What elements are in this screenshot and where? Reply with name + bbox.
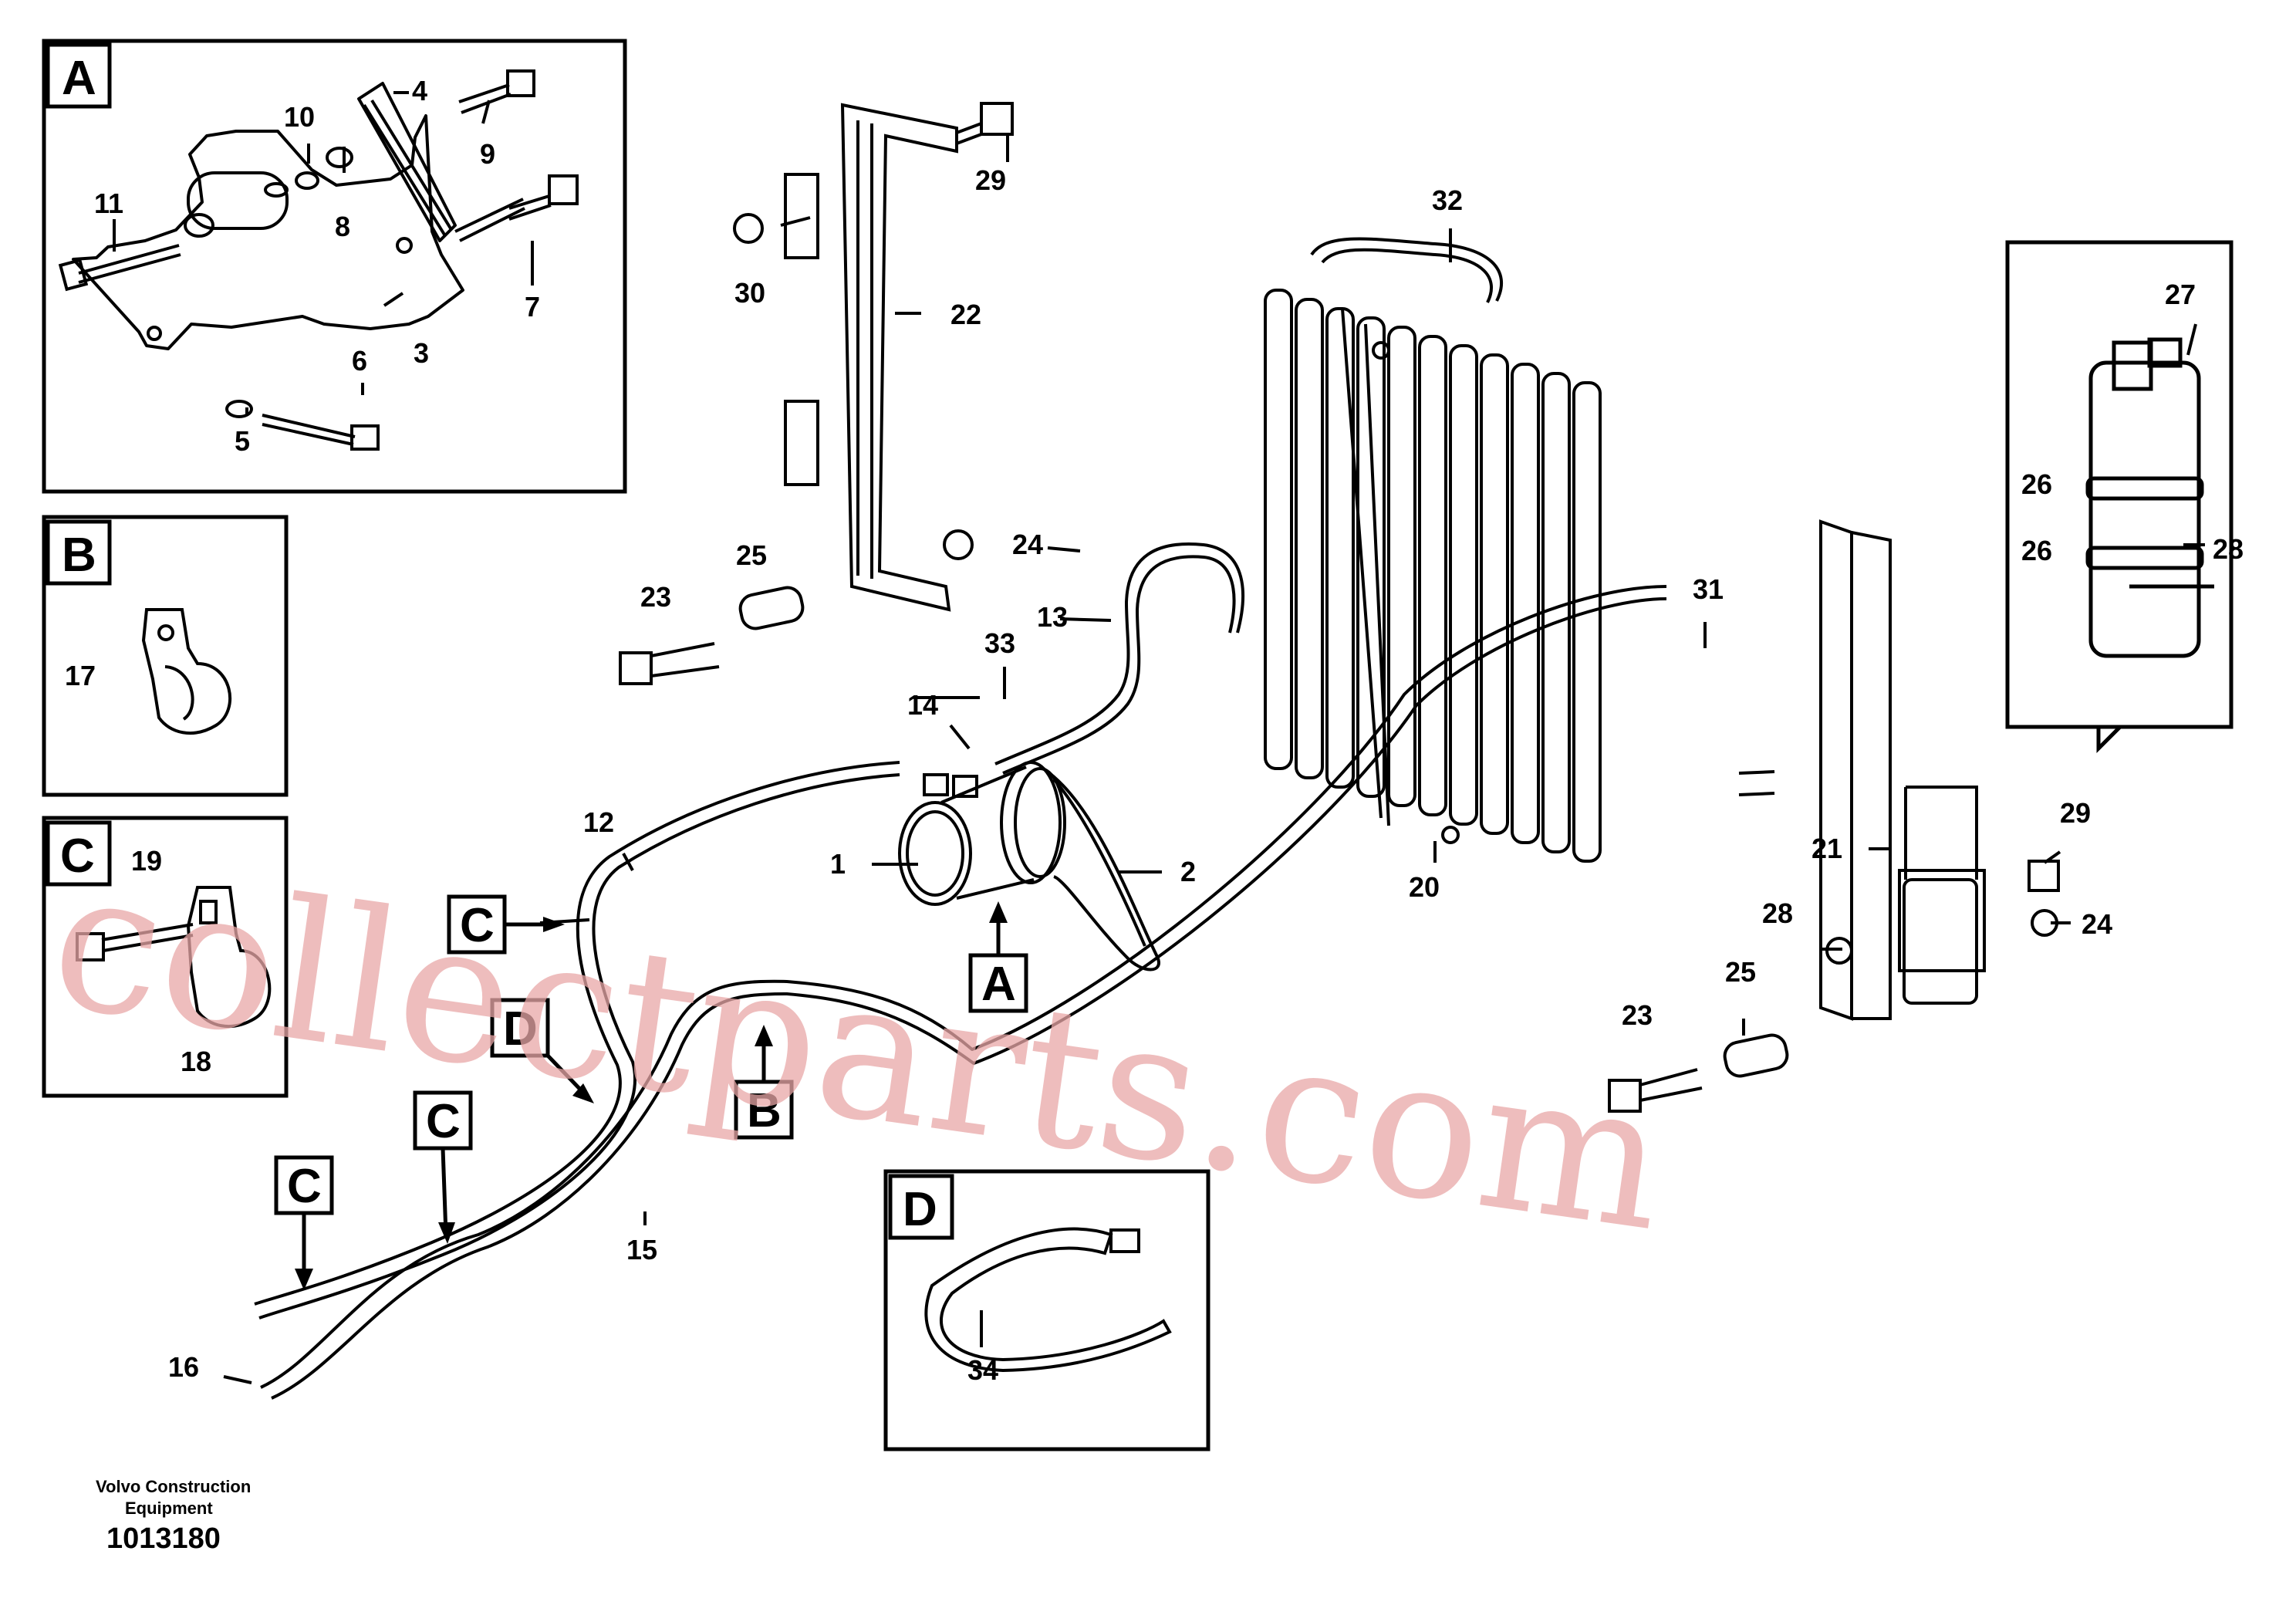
callout-17: 17: [65, 660, 96, 691]
bolts-a: [58, 69, 579, 451]
compressor-bracket-drawing: [72, 82, 525, 350]
clamp-b-drawing: [141, 608, 231, 735]
callout-13: 13: [1037, 601, 1068, 633]
detail-box-headers: A B C D: [46, 42, 954, 1240]
callout-16: 16: [168, 1351, 199, 1383]
callout-10: 10: [284, 101, 315, 133]
frames: [42, 39, 1210, 1451]
detail-box-c-label: C: [60, 830, 95, 883]
callout-28-main: 28: [1762, 897, 1793, 929]
flag-c-lower: C: [287, 1160, 322, 1213]
detail-box-d-label: D: [903, 1183, 937, 1236]
callout-31: 31: [1693, 573, 1724, 605]
company-name-line2: Equipment: [125, 1499, 213, 1518]
callout-29-right: 29: [2060, 797, 2091, 829]
callout-27: 27: [2165, 279, 2196, 310]
bolts-main: [619, 102, 2060, 1113]
callout-26-lower: 26: [2021, 535, 2052, 566]
callout-14: 14: [907, 689, 938, 721]
callout-25-top: 25: [736, 539, 767, 571]
flag-d: D: [503, 1002, 538, 1056]
callout-12: 12: [583, 806, 614, 838]
callout-22: 22: [950, 299, 981, 330]
callout-23-right: 23: [1622, 999, 1653, 1031]
callout-34: 34: [967, 1354, 998, 1386]
company-name-line1: Volvo Construction: [96, 1477, 251, 1496]
callout-24-top: 24: [1012, 529, 1043, 560]
hoses-drawing: [254, 237, 1667, 1400]
brackets-drawing: [784, 103, 1986, 1021]
callout-2: 2: [1180, 856, 1196, 887]
callout-18: 18: [181, 1046, 211, 1077]
callout-numbers: 4 10 9 11 8 7 3 6 5 17 19 18 29 30 22 32…: [65, 75, 2244, 1386]
drier-detail: [2005, 240, 2234, 754]
flag-letters: A C D C C B: [287, 899, 1016, 1213]
cable-tie-drawing: [924, 1227, 1172, 1373]
callout-28-drier: 28: [2213, 533, 2244, 565]
callout-1: 1: [830, 848, 846, 880]
clamp-c-drawing: [76, 886, 272, 1029]
callout-5: 5: [235, 425, 250, 457]
callout-6: 6: [352, 345, 367, 377]
callout-7: 7: [525, 291, 540, 323]
callout-4: 4: [412, 75, 427, 106]
callout-26-upper: 26: [2021, 468, 2052, 500]
callout-11: 11: [94, 188, 123, 219]
flag-a: A: [981, 958, 1016, 1011]
callout-33: 33: [984, 627, 1015, 659]
flag-b: B: [747, 1084, 782, 1137]
callout-21: 21: [1811, 833, 1842, 864]
callout-20: 20: [1409, 871, 1440, 903]
callout-32: 32: [1432, 184, 1463, 216]
callout-9: 9: [480, 138, 495, 170]
callout-15: 15: [626, 1234, 657, 1265]
callout-3: 3: [414, 337, 429, 369]
condenser-drawing: [1264, 289, 1602, 863]
detail-box-b-label: B: [62, 529, 96, 582]
callout-24-right: 24: [2082, 908, 2112, 940]
flag-c-upper: C: [460, 899, 495, 952]
callout-19: 19: [131, 845, 162, 877]
drawing-number: 1013180: [106, 1522, 221, 1555]
flag-c-middle: C: [426, 1095, 461, 1148]
callout-8: 8: [335, 211, 350, 242]
detail-box-a-label: A: [62, 52, 96, 105]
callout-25-right: 25: [1725, 956, 1756, 988]
callout-30: 30: [734, 277, 765, 309]
callout-29-top: 29: [975, 164, 1006, 196]
callout-23-top: 23: [640, 581, 671, 613]
flag-markers: [274, 894, 1028, 1281]
flag-arrowheads: [295, 901, 1008, 1290]
